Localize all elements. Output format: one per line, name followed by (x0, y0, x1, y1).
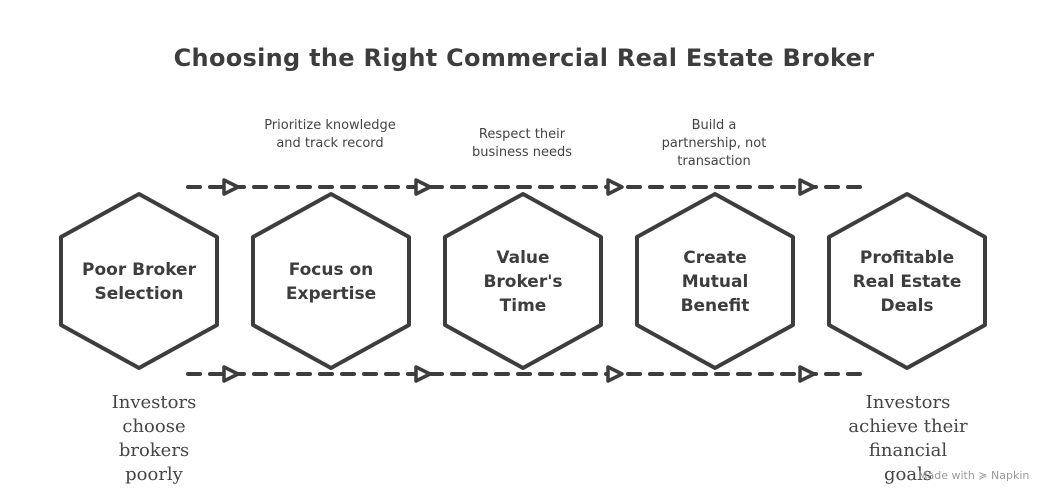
diagram-title: Choosing the Right Commercial Real Estat… (173, 44, 875, 72)
arrow-head-icon (798, 365, 816, 383)
arrow-head-icon (798, 178, 816, 196)
transition-note: Respect their business needs (471, 127, 573, 160)
hexagon-stage-3 (443, 192, 603, 370)
arrow-head-icon (414, 365, 432, 383)
start-note: Investors choose brokers poorly (111, 392, 197, 485)
hexagon-stage-5 (827, 192, 987, 370)
stage-label: Profitable Real Estate Deals (852, 248, 962, 316)
stage-label: Value Broker's Time (483, 248, 563, 316)
transition-note: Prioritize knowledge and track record (264, 118, 396, 151)
end-note: Investors achieve their financial goals (848, 392, 968, 485)
hexagon-stage-1 (59, 192, 219, 370)
arrow-head-icon (222, 178, 240, 196)
napkin-watermark: Made with ≽ Napkin (918, 469, 1030, 482)
arrow-head-icon (606, 365, 624, 383)
arrow-head-icon (222, 365, 240, 383)
arrow-head-icon (414, 178, 432, 196)
stage-label: Focus on Expertise (285, 260, 377, 304)
arrow-head-icon (606, 178, 624, 196)
stage-label: Poor Broker Selection (82, 260, 196, 304)
hexagon-stage-2 (251, 192, 411, 370)
stage-label: Create Mutual Benefit (680, 248, 750, 316)
transition-note: Build a partnership, not transaction (661, 118, 767, 169)
hexagon-stage-4 (635, 192, 795, 370)
